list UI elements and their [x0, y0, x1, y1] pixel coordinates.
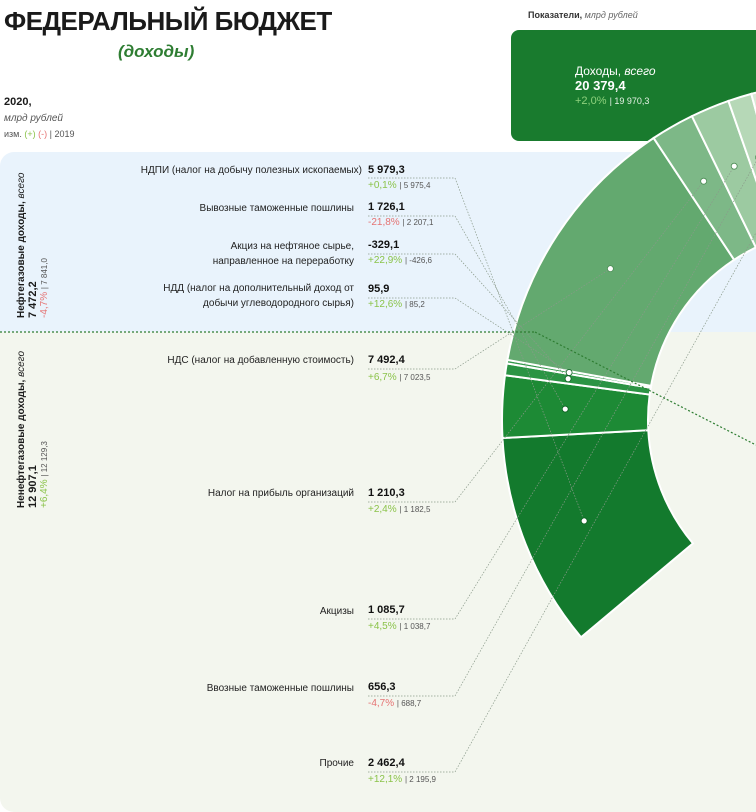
item-prev: | 85,2	[404, 300, 425, 309]
slice-marker-dot	[730, 162, 738, 170]
year-label: 2020,	[4, 96, 32, 108]
indicators-label: Показатели,	[528, 10, 583, 20]
item-change-export-duties: -21,8% | 2 207,1	[368, 217, 433, 228]
item-value-vat: 7 492,4	[368, 354, 405, 366]
item-name-vat: НДС (налог на добавленную стоимость)	[167, 355, 354, 366]
item-value-excises: 1 085,7	[368, 604, 405, 616]
item-value-import-duties: 656,3	[368, 681, 396, 693]
oil-gas-value: 7 472,2	[27, 281, 39, 318]
oil-gas-note: всего	[16, 172, 27, 199]
non-oil-gas-group-label: Ненефтегазовые доходы, всего 12 907,1 +6…	[16, 351, 50, 508]
slice-marker-dot	[561, 405, 569, 413]
leader-line	[368, 180, 704, 503]
item-name-import-duties: Ввозные таможенные пошлины	[206, 683, 354, 694]
change-positive-legend: (+)	[24, 129, 36, 139]
item-prev: | 2 207,1	[402, 218, 434, 227]
change-prefix: изм.	[4, 129, 22, 139]
donut-slices	[501, 91, 756, 639]
non-oil-gas-note: всего	[16, 350, 27, 377]
leader-line	[368, 165, 735, 620]
group-separator-diagonal	[534, 331, 756, 446]
item-name-oil-excise: Акциз на нефтяное сырье, направленное на…	[212, 241, 354, 267]
item-change-ndpi: +0,1% | 5 975,4	[368, 180, 430, 191]
non-oil-gas-prev: | 12 129,3	[40, 441, 49, 477]
leader-line	[368, 161, 756, 697]
indicators-unit: млрд рублей	[584, 10, 638, 20]
item-prev: | 1 038,7	[399, 622, 431, 631]
leader-line	[368, 268, 611, 370]
page-title: ФЕДЕРАЛЬНЫЙ БЮДЖЕТ	[4, 6, 332, 36]
non-oil-gas-value: 12 907,1	[27, 465, 39, 508]
item-value-ndd: 95,9	[368, 283, 390, 295]
total-label-note: всего	[624, 64, 656, 78]
oil-gas-change: -4,7%	[39, 291, 50, 318]
slice-marker-dot	[564, 375, 572, 383]
item-change-pct: +2,4%	[368, 504, 397, 515]
item-name-ndd: НДД (налог на дополнительный доход от до…	[163, 283, 354, 309]
total-change: +2,0% | 19 970,3	[575, 95, 649, 107]
slice-marker-dot	[580, 517, 588, 525]
item-prev: | -426,6	[404, 256, 432, 265]
unit-label: млрд рублей	[4, 113, 63, 124]
slice-marker-dot	[565, 369, 573, 376]
indicators-header: Показатели, млрд рублей	[528, 10, 638, 20]
item-change-pct: -4,7%	[368, 698, 395, 709]
item-change-excises: +4,5% | 1 038,7	[368, 621, 430, 632]
item-name-other: Прочие	[319, 758, 354, 769]
item-change-import-duties: -4,7% | 688,7	[368, 698, 421, 709]
item-change-pct: -21,8%	[368, 217, 400, 228]
donut-slice	[750, 91, 756, 115]
total-change-pct: +2,0%	[575, 95, 607, 107]
total-label-text: Доходы,	[575, 64, 622, 78]
page-subtitle: (доходы)	[118, 42, 195, 61]
oil-gas-prev: | 7 841,0	[40, 258, 49, 290]
leader-line	[368, 253, 569, 379]
leader-line	[368, 231, 756, 773]
slice-marker-dot	[606, 265, 614, 273]
item-value-export-duties: 1 726,1	[368, 201, 405, 213]
item-name-ndpi: НДПИ (налог на добычу полезных ископаемы…	[140, 165, 362, 176]
non-oil-gas-title: Ненефтегазовые доходы,	[16, 379, 27, 508]
item-change-pct: +0,1%	[368, 180, 397, 191]
item-change-pct: +4,5%	[368, 621, 397, 632]
item-name-export-duties: Вывозные таможенные пошлины	[199, 203, 354, 214]
item-prev: | 2 195,9	[404, 775, 436, 784]
item-change-pct: +22,9%	[368, 255, 403, 266]
item-change-pct: +6,7%	[368, 372, 397, 383]
item-change-other: +12,1% | 2 195,9	[368, 774, 436, 785]
oil-gas-group-label: Нефтегазовые доходы, всего 7 472,2 -4,7%…	[16, 173, 50, 318]
item-name-excises: Акцизы	[319, 606, 354, 617]
item-change-vat: +6,7% | 7 023,5	[368, 372, 430, 383]
leader-line	[368, 177, 585, 522]
total-label: Доходы, всего	[575, 64, 656, 78]
change-negative-legend: (-)	[38, 129, 48, 139]
item-prev: | 688,7	[396, 699, 422, 708]
slice-marker-dot	[700, 177, 708, 185]
item-change-pct: +12,6%	[368, 299, 403, 310]
item-prev: | 7 023,5	[399, 373, 431, 382]
item-change-profit-tax: +2,4% | 1 182,5	[368, 504, 430, 515]
change-year-legend: | 2019	[49, 129, 75, 139]
item-value-ndpi: 5 979,3	[368, 164, 405, 176]
leader-line	[368, 297, 570, 373]
item-change-ndd: +12,6% | 85,2	[368, 299, 425, 310]
change-legend: изм. (+) (-) | 2019	[4, 129, 75, 139]
total-prev-value: | 19 970,3	[609, 96, 650, 106]
oil-gas-title: Нефтегазовые доходы,	[16, 201, 27, 318]
item-value-profit-tax: 1 210,3	[368, 487, 405, 499]
item-name-profit-tax: Налог на прибыль организаций	[207, 488, 354, 499]
non-oil-gas-change: +6,4%	[39, 479, 50, 508]
item-value-other: 2 462,4	[368, 757, 405, 769]
donut-slice	[501, 429, 695, 639]
item-value-oil-excise: -329,1	[368, 239, 400, 251]
leader-line	[368, 215, 566, 410]
item-prev: | 5 975,4	[399, 181, 431, 190]
item-prev: | 1 182,5	[399, 505, 431, 514]
donut-slice	[727, 92, 756, 183]
item-change-pct: +12,1%	[368, 774, 403, 785]
donut-slice	[690, 99, 756, 249]
total-value: 20 379,4	[575, 78, 626, 93]
item-change-oil-excise: +22,9% | -426,6	[368, 255, 432, 266]
